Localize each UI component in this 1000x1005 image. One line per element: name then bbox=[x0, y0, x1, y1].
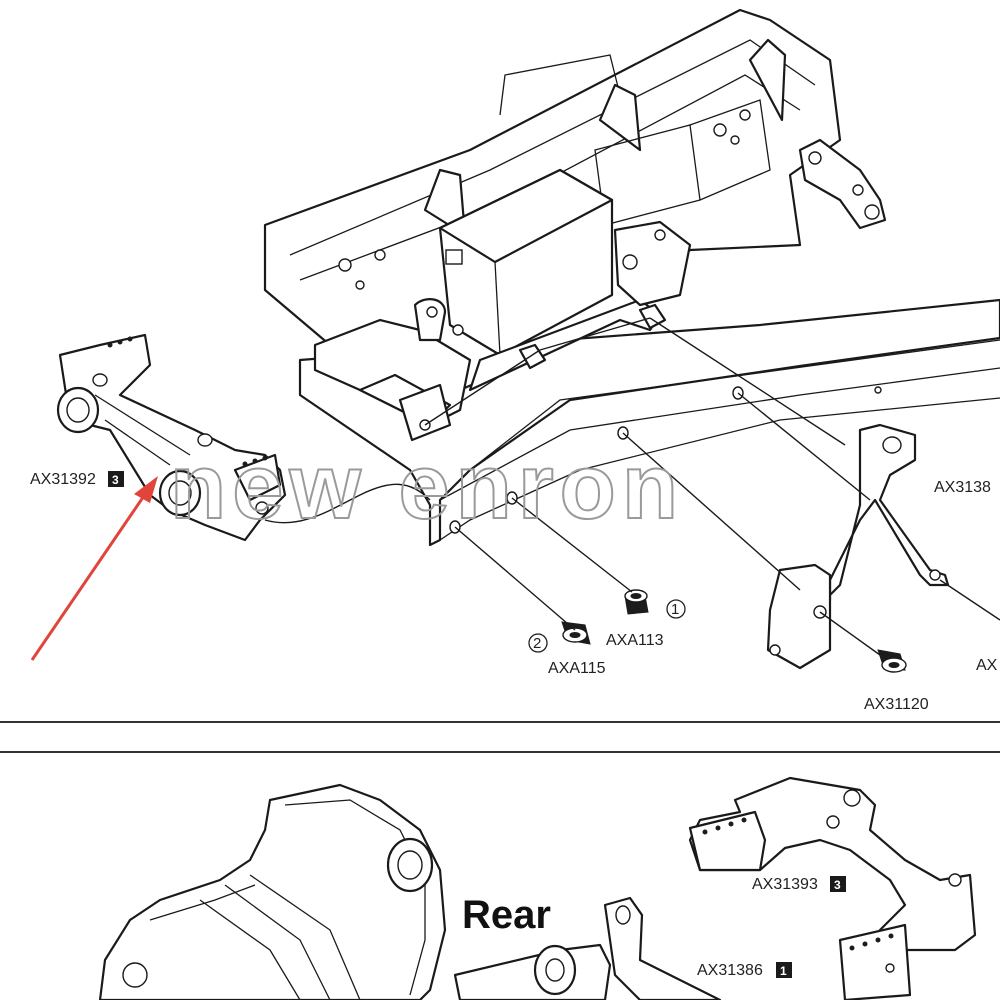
label-axa113-code: AXA113 bbox=[606, 632, 664, 649]
label-ax-truncated: AX bbox=[976, 657, 998, 674]
label-axa115-code: AXA115 bbox=[548, 660, 606, 677]
label-axa115: 2 AXA115 bbox=[528, 633, 606, 677]
rear-link-mount bbox=[603, 896, 722, 1002]
label-ax31393-step: 3 bbox=[834, 878, 841, 892]
assembly-guide-lines bbox=[424, 317, 1000, 656]
step-circle bbox=[666, 599, 686, 619]
servo bbox=[438, 168, 614, 357]
step-badge bbox=[830, 876, 846, 892]
screw-ax31120 bbox=[877, 649, 907, 673]
label-ax31393-code: AX31393 bbox=[752, 876, 818, 893]
label-axa115-step: 2 bbox=[533, 635, 541, 652]
screw-axa115 bbox=[561, 621, 591, 645]
red-pointer-arrow bbox=[30, 476, 158, 661]
step-badge bbox=[108, 471, 124, 487]
step-circle bbox=[528, 633, 548, 653]
rear-axle-housing bbox=[98, 783, 612, 1002]
label-ax3138-truncated: AX3138 bbox=[934, 479, 991, 496]
front-axle-mount bbox=[56, 333, 431, 542]
label-ax31392-code: AX31392 bbox=[30, 471, 96, 488]
label-ax31120: AX31120 bbox=[864, 696, 929, 713]
screw-axa113 bbox=[624, 589, 649, 615]
rear-section-title: Rear bbox=[462, 893, 551, 937]
label-axa113-step: 1 bbox=[671, 601, 679, 618]
rear-axle-mount bbox=[688, 776, 977, 1002]
label-ax31393: AX31393 3 bbox=[752, 876, 846, 893]
label-ax31392: AX31392 3 bbox=[30, 471, 124, 488]
servo-mount bbox=[313, 220, 692, 442]
label-ax31386: AX31386 1 bbox=[697, 962, 792, 979]
watermark-text: new enron bbox=[170, 436, 684, 538]
label-ax31392-step: 3 bbox=[112, 473, 119, 487]
label-ax31386-code: AX31386 bbox=[697, 962, 763, 979]
label-axa113: 1 AXA113 bbox=[606, 599, 686, 649]
label-ax31386-step: 1 bbox=[780, 964, 787, 978]
link-mount-right bbox=[766, 423, 950, 670]
step-badge bbox=[776, 962, 792, 978]
